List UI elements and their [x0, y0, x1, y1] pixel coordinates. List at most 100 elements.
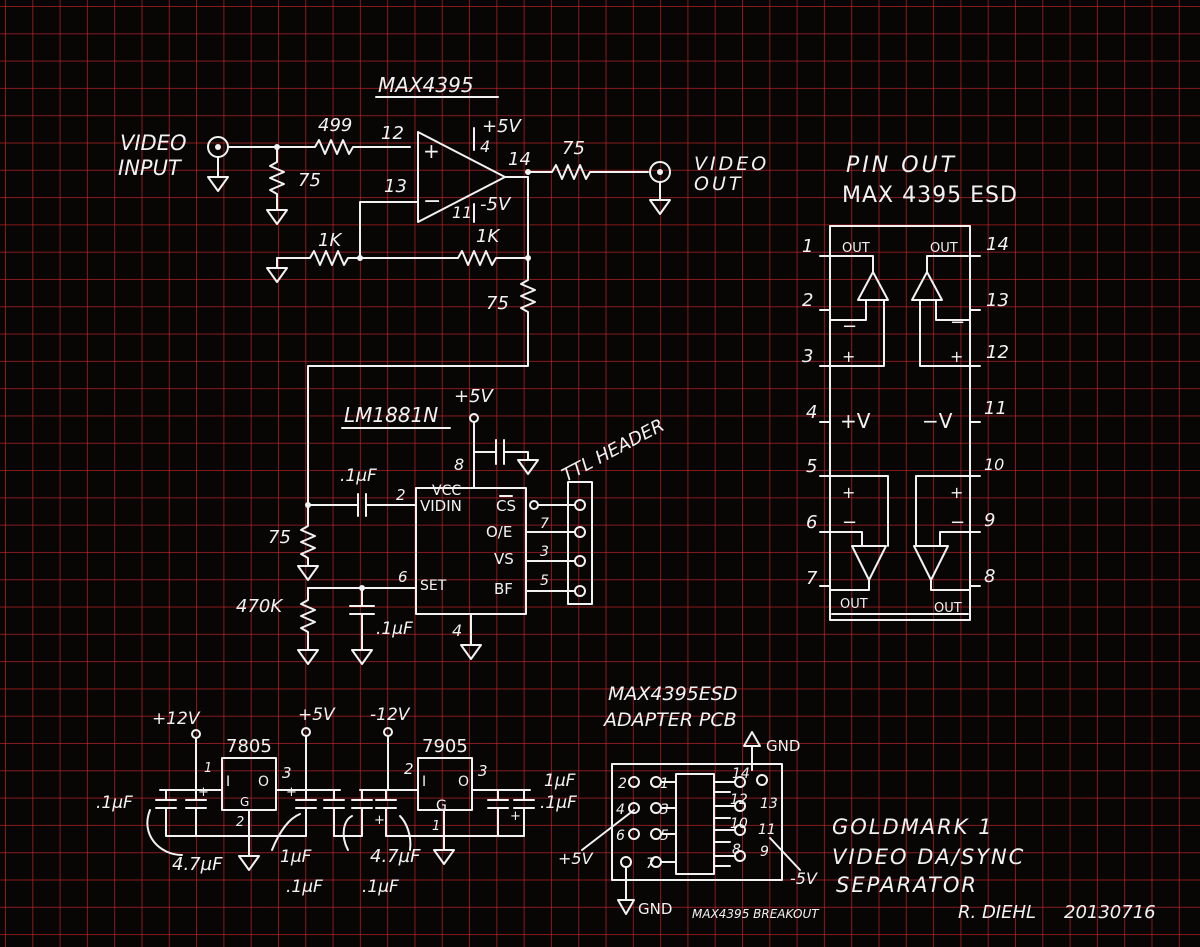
pin-label: 14	[986, 234, 1009, 255]
pin-label: 3	[802, 346, 813, 367]
v-neg-label: -5V	[480, 194, 512, 215]
reg1-label: 7805	[226, 736, 272, 757]
svg-text:O: O	[458, 774, 469, 790]
svg-text:SET: SET	[420, 578, 447, 594]
reg2-label: 7905	[422, 736, 468, 757]
r-shunt-label: 75	[486, 293, 509, 314]
cap-47uf	[375, 789, 397, 837]
svg-text:VIDIN: VIDIN	[420, 497, 462, 515]
psu-c47a-label: 4.7µF	[172, 854, 223, 875]
svg-text:7: 7	[540, 516, 549, 532]
svg-text:1: 1	[660, 776, 669, 792]
cap-47uf	[185, 789, 207, 837]
svg-text:4: 4	[452, 621, 462, 640]
pcb-outline	[611, 763, 783, 881]
set-cap	[349, 587, 375, 651]
psu-c01a-label: .1µF	[96, 793, 133, 813]
svg-text:I: I	[226, 774, 230, 790]
ground-icon	[517, 459, 539, 475]
gnd-arrow-icon	[743, 731, 761, 771]
svg-text:−: −	[423, 189, 441, 214]
pin-label: 9	[984, 510, 995, 531]
decoupling-cap	[473, 439, 529, 465]
ground-icon	[207, 176, 229, 192]
ttl-header-label: TTL HEADER	[558, 415, 667, 486]
svg-text:5: 5	[540, 573, 549, 589]
r-term-label: 75	[298, 170, 321, 191]
ground-icon	[433, 849, 455, 865]
pin-label: 12	[986, 342, 1009, 363]
r-in-label: 499	[318, 115, 352, 136]
opamp-icon	[851, 545, 887, 581]
svg-text:10: 10	[730, 816, 748, 832]
pcb-vn5-label: -5V	[790, 869, 818, 888]
svg-text:OUT: OUT	[934, 601, 962, 616]
opamp-icon	[913, 545, 949, 581]
sep-r-set-label: 470K	[236, 596, 283, 617]
svg-text:5: 5	[660, 828, 669, 844]
resistor-75-sep	[300, 504, 316, 567]
svg-text:1: 1	[432, 819, 440, 834]
cap-1uf	[487, 789, 509, 837]
credit-author: R. DIEHL	[958, 902, 1036, 923]
credit-date: 20130716	[1064, 902, 1156, 923]
pin-13-label: 13	[384, 176, 407, 197]
cap-1uf	[295, 789, 317, 837]
pcb-v5-label: +5V	[558, 849, 594, 868]
svg-text:11: 11	[452, 203, 472, 222]
r-fb1-label: 1K	[318, 230, 342, 251]
psu-c01d-label: .1µF	[540, 793, 577, 813]
opamp-icon	[911, 271, 943, 301]
svg-text:9: 9	[760, 844, 769, 860]
pin-label: 5	[806, 456, 817, 477]
ground-icon	[297, 565, 319, 581]
svg-text:3: 3	[282, 764, 292, 782]
cap-01uf	[155, 789, 177, 837]
svg-text:G: G	[240, 795, 249, 809]
pcb-gnd-top: GND	[766, 737, 800, 755]
ground-icon	[460, 644, 482, 660]
psu-vn12-label: -12V	[370, 705, 411, 725]
pinout-title-1: PIN OUT	[846, 153, 957, 178]
svg-text:11: 11	[758, 822, 776, 838]
svg-text:+: +	[950, 483, 963, 502]
sep-r-in-label: 75	[268, 527, 291, 548]
sep-title: LM1881N	[344, 403, 438, 427]
svg-text:−: −	[950, 512, 965, 533]
svg-text:+: +	[950, 347, 963, 366]
resistor-75-out	[527, 164, 649, 180]
svg-text:+: +	[842, 483, 855, 502]
ground-icon	[351, 649, 373, 665]
pin-label: 4	[806, 402, 817, 423]
svg-text:+: +	[423, 139, 440, 163]
pinout-section: PIN OUT MAX 4395 ESD 1 2 3 4 5 6 7 14 13…	[802, 153, 1017, 621]
svg-text:CS: CS	[496, 497, 516, 515]
svg-text:OUT: OUT	[840, 597, 868, 612]
pcb-title-2: ADAPTER PCB	[602, 709, 737, 731]
svg-text:6: 6	[616, 828, 625, 844]
svg-text:2: 2	[396, 486, 406, 504]
svg-text:2: 2	[236, 815, 244, 830]
pcb-gnd-bot: GND	[638, 900, 672, 918]
svg-text:BF: BF	[494, 580, 513, 598]
pin-label: 1	[802, 236, 813, 257]
pin-label: 11	[984, 398, 1007, 419]
pin-label: 7	[806, 568, 818, 589]
svg-text:8: 8	[454, 455, 464, 474]
svg-text:12: 12	[730, 792, 748, 808]
input-coupling-cap	[307, 493, 417, 517]
svg-text:O/E: O/E	[486, 523, 512, 541]
svg-text:4: 4	[616, 802, 625, 818]
svg-text:+: +	[510, 809, 521, 824]
svg-text:VCC: VCC	[432, 483, 461, 499]
v-pos-label: +5V	[482, 116, 523, 137]
svg-text:−: −	[842, 512, 857, 533]
svg-text:−: −	[950, 312, 965, 333]
ground-icon	[238, 855, 260, 871]
opamp-icon	[857, 271, 889, 301]
r-fb2-label: 1K	[476, 226, 500, 247]
psu-c47b-label: 4.7µF	[370, 846, 421, 867]
video-input-label-1: VIDEO	[120, 131, 187, 155]
ground-icon	[266, 267, 288, 283]
